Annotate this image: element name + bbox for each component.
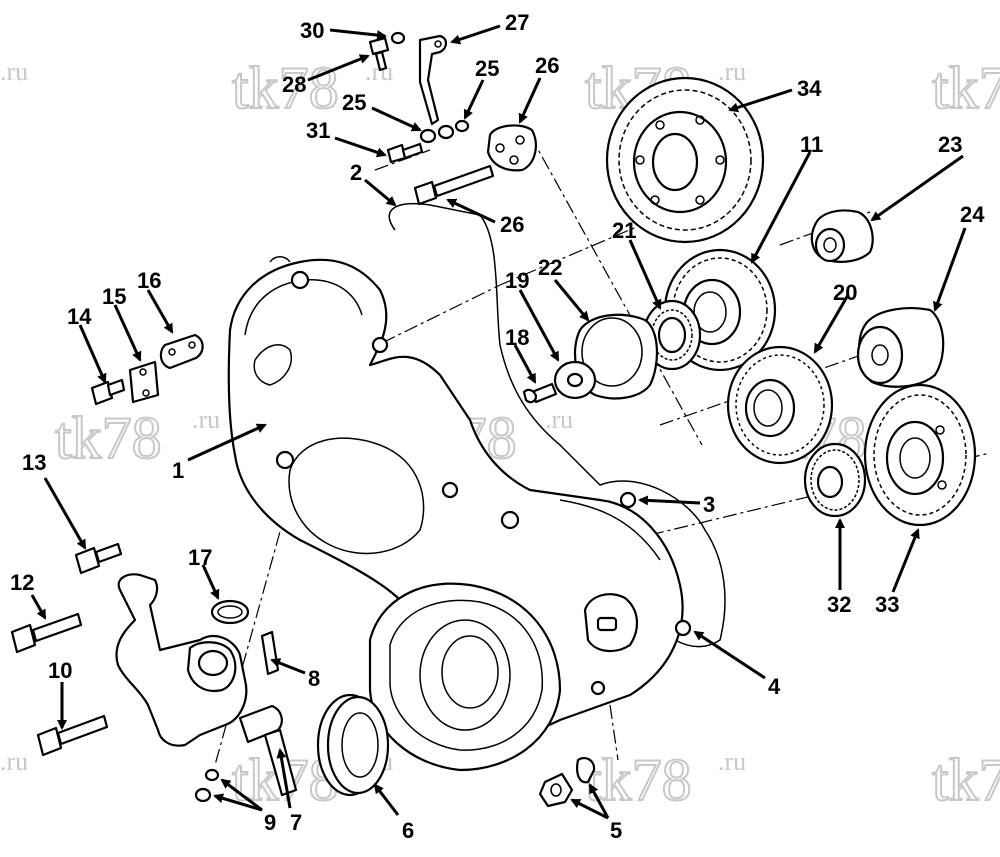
leader-arrows (30, 24, 967, 820)
part-label-28: 27 (505, 10, 529, 35)
watermark-top-edge: tk78 (931, 54, 1000, 122)
part-labels: 30 27 28 25 25 26 31 2 26 34 11 23 24 21… (10, 10, 985, 843)
part-label-21: 21 (612, 218, 636, 243)
part-label-19: 19 (505, 268, 529, 293)
watermark-bottom-right: tk78 .ru (584, 746, 746, 814)
part-label-3: 3 (703, 492, 715, 517)
helical-gear (726, 345, 834, 465)
small-drive-gear (803, 442, 867, 518)
part-label-16: 16 (137, 268, 161, 293)
part-label-12: 12 (10, 570, 34, 595)
svg-text:tk78: tk78 (232, 55, 339, 121)
part-label-13: 13 (22, 450, 46, 475)
front-oil-seal (316, 693, 390, 797)
svg-text:tk78: tk78 (932, 55, 1000, 121)
part-label-4: 4 (768, 674, 781, 699)
part-label-8: 8 (308, 666, 320, 691)
camshaft-gear (605, 76, 765, 244)
watermark-bottom-left: 8.ru (0, 747, 28, 776)
part-label-34: 34 (797, 76, 822, 101)
part-label-32: 32 (827, 592, 851, 617)
spacer-sleeve (810, 209, 874, 263)
svg-text:.ru: .ru (718, 57, 746, 86)
svg-text:tk78: tk78 (932, 747, 1000, 813)
watermark-top-center: tk78.ru (231, 54, 393, 122)
watermark-mid-left: tk78 .ru (54, 404, 220, 472)
timing-pointer-hardware (368, 31, 537, 206)
part-label-29: 28 (282, 72, 306, 97)
part-label-9: 9 (264, 810, 276, 835)
nut-and-washer (538, 756, 596, 808)
part-label-25-left: 25 (342, 90, 366, 115)
part-label-24: 24 (960, 202, 985, 227)
svg-text:tk78: tk78 (585, 747, 692, 813)
svg-text:.ru: .ru (0, 57, 28, 86)
part-label-7: 7 (290, 810, 302, 835)
part-label-26: 26 (535, 53, 559, 78)
part-label-15: 15 (102, 284, 126, 309)
part-label-5: 5 (610, 818, 622, 843)
gear-hub (856, 307, 945, 388)
part-label-31: 31 (306, 118, 330, 143)
part-label-22: 22 (538, 255, 562, 280)
watermark-top-left: 8.ru (0, 57, 28, 86)
part-label-20: 20 (833, 280, 857, 305)
part-label-30: 30 (300, 18, 324, 43)
front-cover-housing (227, 256, 692, 772)
left-hardware (10, 333, 298, 803)
part-label-17: 17 (188, 545, 212, 570)
part-label-23: 23 (938, 132, 962, 157)
part-label-11: 11 (800, 132, 823, 157)
svg-text:.ru: .ru (0, 747, 28, 776)
part-label-2: 2 (350, 160, 362, 185)
svg-text:.ru: .ru (718, 747, 746, 776)
part-label-1: 1 (172, 458, 184, 483)
svg-text:.ru: .ru (545, 405, 573, 434)
part-label-25-right: 25 (475, 56, 499, 81)
watermark-bottom-edge: tk78 (931, 746, 1000, 814)
idler-shaft-bolt (522, 382, 558, 404)
part-label-6: 6 (402, 818, 414, 843)
part-label-27: 26 (500, 212, 524, 237)
part-label-33: 33 (875, 592, 899, 617)
part-label-18: 18 (505, 325, 529, 350)
svg-text:tk78: tk78 (55, 405, 162, 471)
svg-text:.ru: .ru (192, 405, 220, 434)
pump-drive-gear (863, 383, 977, 527)
part-label-10: 10 (48, 658, 72, 683)
part-label-14: 14 (67, 304, 92, 329)
idler-shaft (553, 360, 597, 400)
